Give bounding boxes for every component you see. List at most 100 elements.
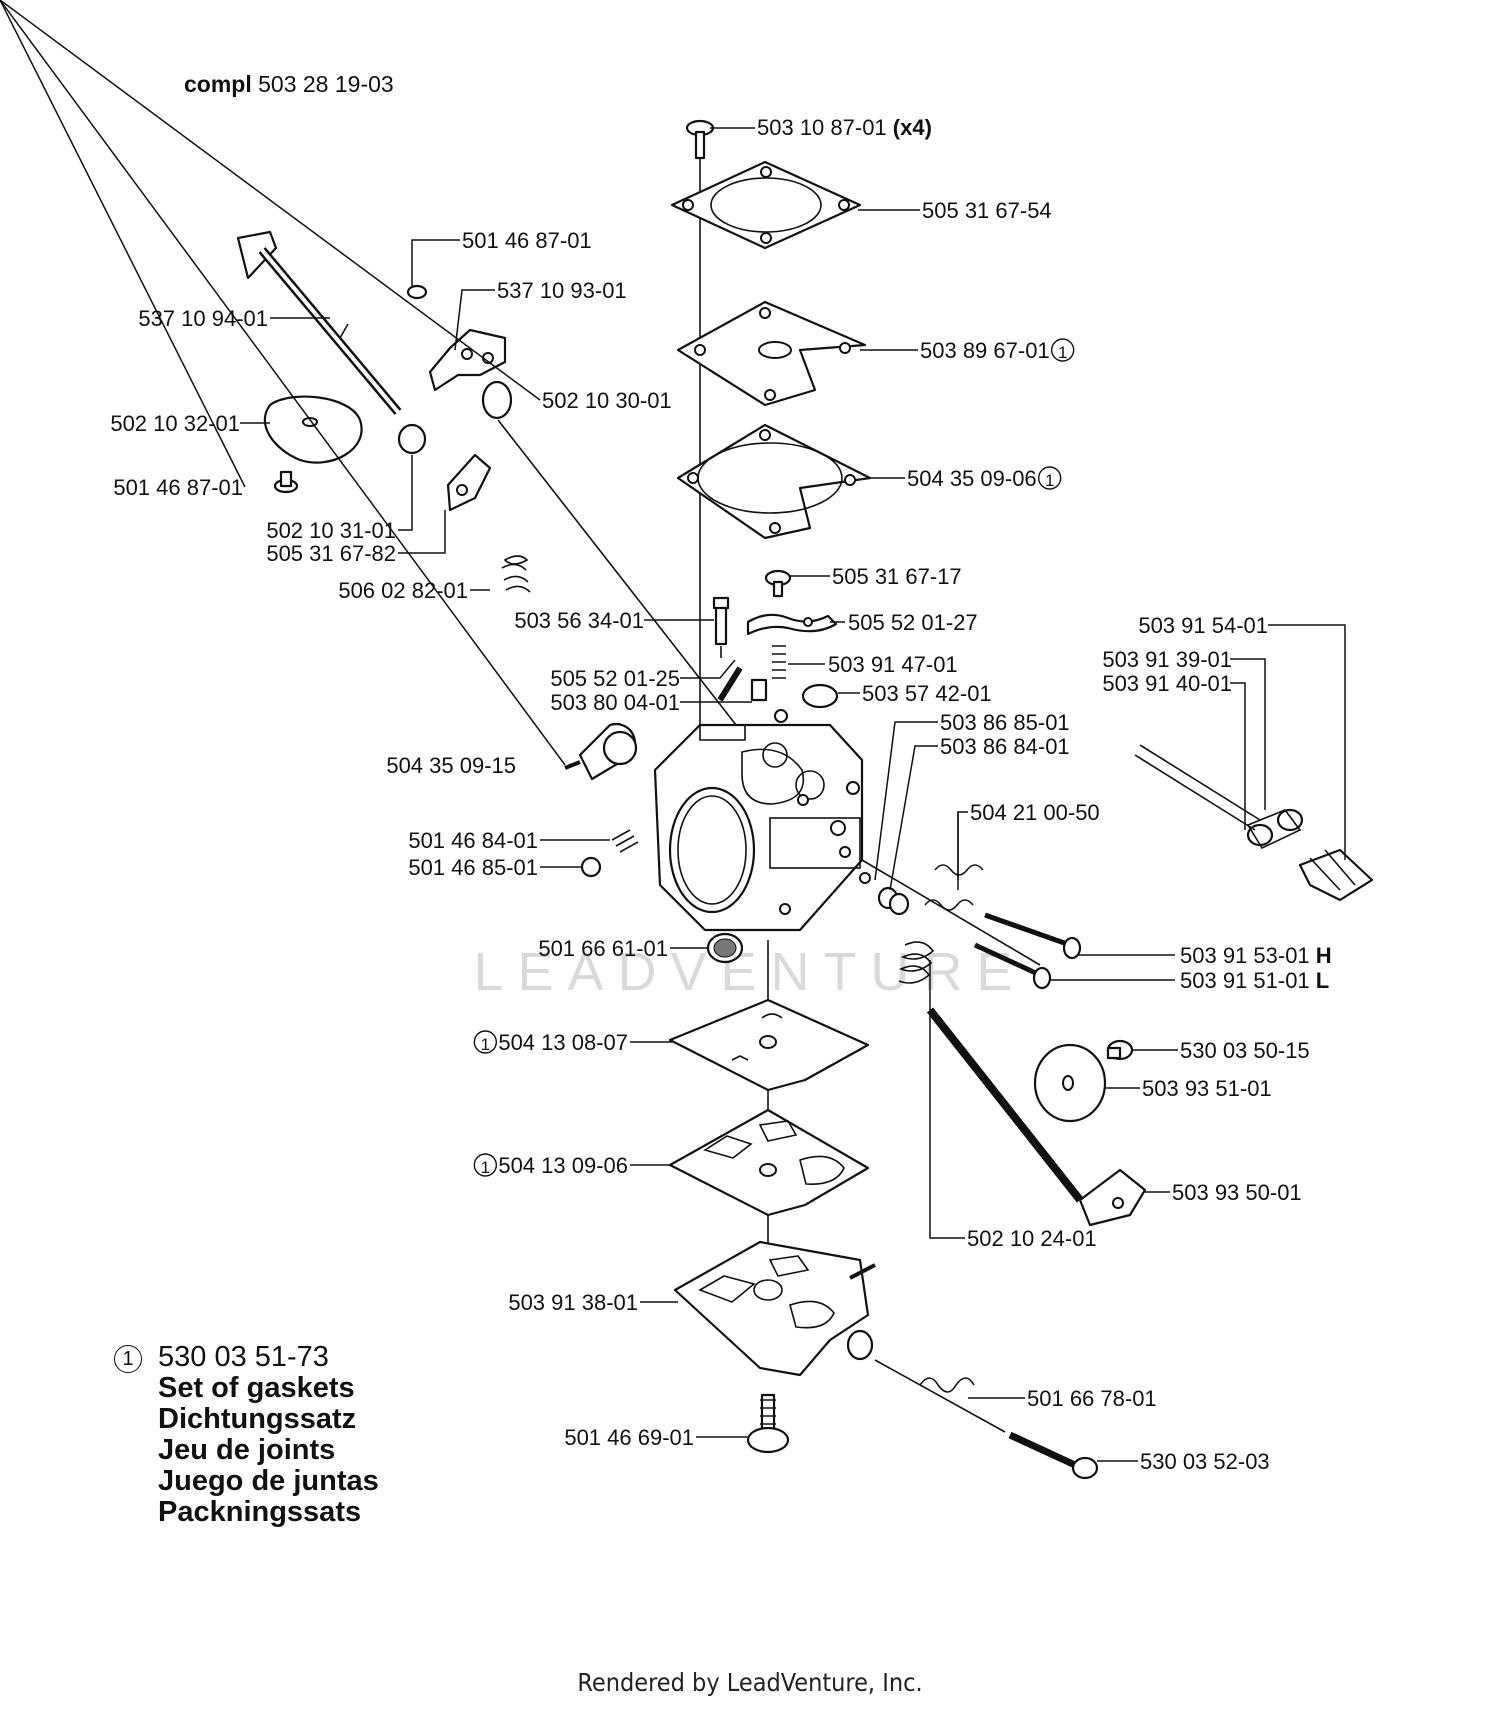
screw-part bbox=[685, 119, 715, 160]
part-callout-label: 530 03 52-03 bbox=[1140, 1449, 1270, 1474]
throttle-valve-part bbox=[263, 395, 363, 494]
part-callout-label: 530 03 50-15 bbox=[1180, 1038, 1310, 1063]
part-callout-label: 537 10 93-01 bbox=[497, 278, 627, 303]
choke-spring-part bbox=[898, 941, 1084, 1203]
part-number: 503 93 50-01 bbox=[1172, 1180, 1302, 1205]
part-labels: 503 10 87-01 (x4) 505 31 67-54 501 46 87-0… bbox=[110, 115, 1331, 1474]
part-callout-label: 503 91 38-01 bbox=[508, 1290, 638, 1315]
part-number: 503 91 54-01 bbox=[1138, 613, 1268, 638]
part-callout-label: 503 91 40-01 bbox=[1102, 671, 1232, 696]
part-number: 505 31 67-17 bbox=[832, 564, 962, 589]
part-number: 501 46 69-01 bbox=[564, 1425, 694, 1450]
gasket-set-name-sv: Packningssats bbox=[158, 1496, 362, 1528]
pump-cover-part bbox=[670, 160, 862, 250]
part-callout-label: 501 46 85-01 bbox=[408, 855, 538, 880]
part-callout-label: 502 10 24-01 bbox=[967, 1226, 1097, 1251]
gasket-set-name-en: Set of gaskets bbox=[158, 1372, 355, 1404]
gasket-set-part-number: 530 03 51-73 bbox=[158, 1341, 329, 1373]
part-callout-label: 502 10 31-01 bbox=[266, 518, 396, 543]
part-number: 503 91 51-01 bbox=[1180, 968, 1310, 993]
assembly-number: compl 503 28 19-03 bbox=[184, 71, 394, 98]
part-callout-label: 505 31 67-54 bbox=[922, 198, 1052, 223]
part-callout-label: 505 31 67-17 bbox=[832, 564, 962, 589]
filter-screen-part bbox=[706, 932, 744, 964]
part-number: 504 35 09-06 bbox=[907, 466, 1037, 491]
part-callout-label: 501 66 61-01 bbox=[538, 936, 668, 961]
part-callout-label: 504 35 09-15 bbox=[386, 753, 516, 778]
fuel-inlet-part bbox=[564, 722, 638, 781]
carburetor-body-part bbox=[653, 709, 1041, 966]
part-number: 537 10 94-01 bbox=[138, 306, 268, 331]
part-number: 503 86 84-01 bbox=[940, 734, 1070, 759]
gasket-marker: 1 bbox=[481, 1158, 490, 1177]
pump-diaphragm-part bbox=[676, 300, 867, 407]
part-callout-label: 504 13 08-07 bbox=[498, 1030, 628, 1055]
part-number: 503 10 87-01 bbox=[757, 115, 887, 140]
choke-lever-part bbox=[397, 423, 531, 593]
part-callout-label: 503 91 54-01 bbox=[1138, 613, 1268, 638]
part-number: 505 52 01-27 bbox=[848, 610, 978, 635]
adjust-needles-part bbox=[877, 864, 1082, 990]
cover-screw-part bbox=[746, 1393, 790, 1454]
part-callout-label: 503 91 53-01 H bbox=[1180, 943, 1332, 968]
part-callout-label: 503 91 51-01 L bbox=[1180, 968, 1329, 993]
part-callout-label: 501 46 87-01 bbox=[113, 475, 243, 500]
part-number: 504 21 00-50 bbox=[970, 800, 1100, 825]
part-callout-label: 505 52 01-25 bbox=[550, 666, 680, 691]
gasket-set-name-de: Dichtungssatz bbox=[158, 1403, 357, 1435]
idle-screw-part bbox=[874, 1359, 1099, 1480]
needle-valve-part bbox=[712, 596, 768, 702]
part-number: 502 10 24-01 bbox=[967, 1226, 1097, 1251]
part-suffix: H bbox=[1310, 943, 1332, 968]
part-callout-label: 503 57 42-01 bbox=[862, 681, 992, 706]
throttle-shaft-part bbox=[236, 230, 402, 415]
compl-label: compl bbox=[184, 71, 252, 97]
part-callout-label: 503 86 85-01 bbox=[940, 710, 1070, 735]
part-callout-label: 503 56 34-01 bbox=[514, 608, 644, 633]
part-number: 504 13 09-06 bbox=[498, 1153, 628, 1178]
part-number: 504 35 09-15 bbox=[386, 753, 516, 778]
idle-spring-part bbox=[580, 829, 639, 878]
part-suffix: (x4) bbox=[887, 115, 932, 140]
part-callout-label: 506 02 82-01 bbox=[338, 578, 468, 603]
footer-credit: Rendered by LeadVenture, Inc. bbox=[577, 1668, 923, 1697]
part-callout-label: 502 10 30-01 bbox=[542, 388, 672, 413]
throttle-lever-part bbox=[406, 284, 513, 420]
gasket-set-name-fr: Jeu de joints bbox=[158, 1434, 336, 1466]
part-suffix: L bbox=[1310, 968, 1330, 993]
part-number: 502 10 32-01 bbox=[110, 411, 240, 436]
part-callout-label: 501 46 87-01 bbox=[462, 228, 592, 253]
parts-drawing bbox=[236, 119, 1374, 1480]
part-callout-label: 501 46 84-01 bbox=[408, 828, 538, 853]
limiter-caps-part bbox=[1246, 808, 1374, 902]
metering-gasket-part bbox=[668, 1108, 870, 1217]
choke-valve-part bbox=[1033, 1039, 1147, 1227]
metering-diaphragm-part bbox=[668, 998, 870, 1092]
gasket-marker: 1 bbox=[1058, 343, 1067, 362]
part-number: 503 57 42-01 bbox=[862, 681, 992, 706]
part-number: 503 80 04-01 bbox=[550, 690, 680, 715]
gasket-marker: 1 bbox=[481, 1035, 490, 1054]
gasket-marker-circle bbox=[473, 1030, 498, 1054]
part-number: 502 10 30-01 bbox=[542, 388, 672, 413]
part-callout-label: 537 10 94-01 bbox=[138, 306, 268, 331]
gasket-marker: 1 bbox=[1045, 471, 1054, 490]
part-number: 503 93 51-01 bbox=[1142, 1076, 1272, 1101]
part-callout-label: 503 89 67-01 bbox=[920, 338, 1050, 363]
gasket-marker-circle bbox=[1050, 338, 1075, 362]
part-number: 501 46 87-01 bbox=[113, 475, 243, 500]
part-number: 537 10 93-01 bbox=[497, 278, 627, 303]
part-callout-label: 503 93 50-01 bbox=[1172, 1180, 1302, 1205]
part-callout-label: 505 52 01-27 bbox=[848, 610, 978, 635]
part-callout-label: 501 66 78-01 bbox=[1027, 1386, 1157, 1411]
part-callout-label: 504 35 09-06 bbox=[907, 466, 1037, 491]
part-number: 503 91 39-01 bbox=[1102, 647, 1232, 672]
part-number: 530 03 50-15 bbox=[1180, 1038, 1310, 1063]
part-number: 530 03 52-03 bbox=[1140, 1449, 1270, 1474]
part-callout-label: 504 13 09-06 bbox=[498, 1153, 628, 1178]
metering-cover-part bbox=[673, 1240, 876, 1377]
part-number: 503 86 85-01 bbox=[940, 710, 1070, 735]
part-callout-label: 501 46 69-01 bbox=[564, 1425, 694, 1450]
gasket-set-legend: 1 530 03 51-73 Set of gaskets Dichtungss… bbox=[110, 1342, 379, 1528]
